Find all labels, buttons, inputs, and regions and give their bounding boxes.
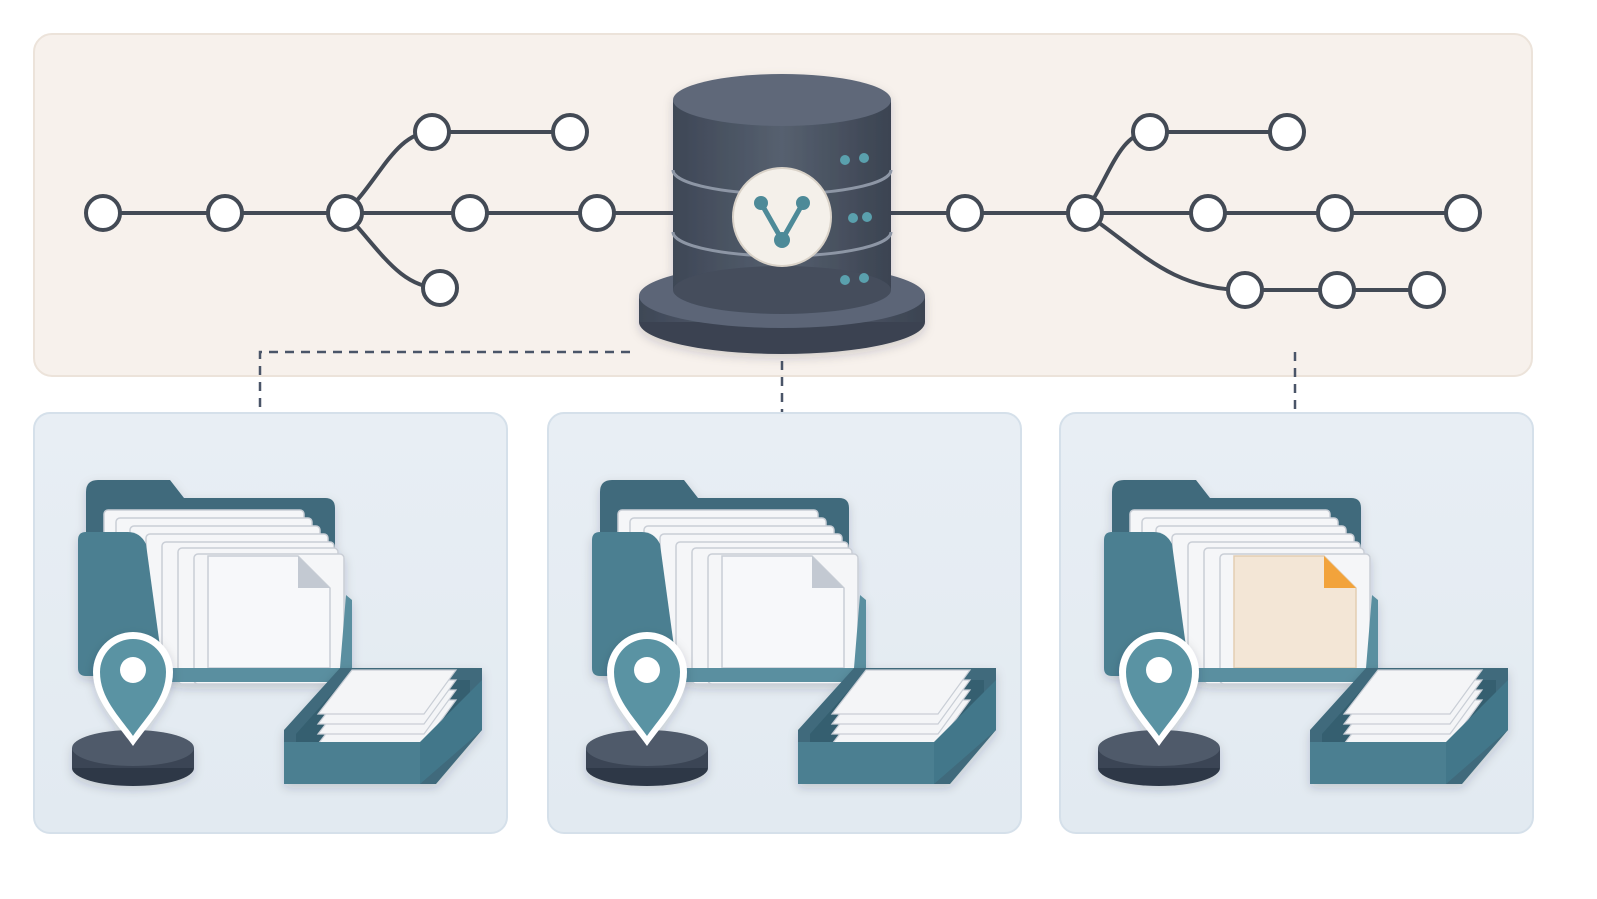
database-server-icon: [639, 74, 925, 354]
commit-node: [1131, 113, 1169, 151]
workspace-3: [1059, 412, 1534, 834]
commit-node: [1408, 271, 1446, 309]
workspace-2: [547, 412, 1022, 834]
commit-node: [84, 194, 122, 232]
commit-node: [1189, 194, 1227, 232]
folder-with-files-icon: [78, 480, 352, 685]
commit-node: [1444, 194, 1482, 232]
commit-node: [326, 194, 364, 232]
document-tray-icon: [284, 668, 482, 784]
commit-node: [1318, 271, 1356, 309]
graph-edge: [1083, 211, 1247, 292]
workspace-1: [33, 412, 508, 834]
connector-line: [258, 350, 630, 432]
map-pin-icon: [586, 632, 708, 786]
git-branch-icon: [732, 167, 832, 267]
file-icon: [207, 555, 331, 669]
document-tray-icon: [1310, 668, 1508, 784]
commit-node: [1066, 194, 1104, 232]
map-pin-icon: [72, 632, 194, 786]
commit-node: [451, 194, 489, 232]
commit-node: [421, 269, 459, 307]
folder-with-files-icon: [592, 480, 866, 685]
commit-node: [413, 113, 451, 151]
commit-node: [946, 194, 984, 232]
commit-node: [206, 194, 244, 232]
commit-node: [1316, 194, 1354, 232]
map-pin-icon: [1098, 632, 1220, 786]
workspaces: [33, 412, 1534, 834]
commit-node: [551, 113, 589, 151]
modified-file-icon: [1233, 555, 1357, 669]
commit-node: [1268, 113, 1306, 151]
commit-node: [578, 194, 616, 232]
document-tray-icon: [798, 668, 996, 784]
file-icon: [721, 555, 845, 669]
commit-node: [1226, 271, 1264, 309]
folder-with-files-icon: [1104, 480, 1378, 685]
